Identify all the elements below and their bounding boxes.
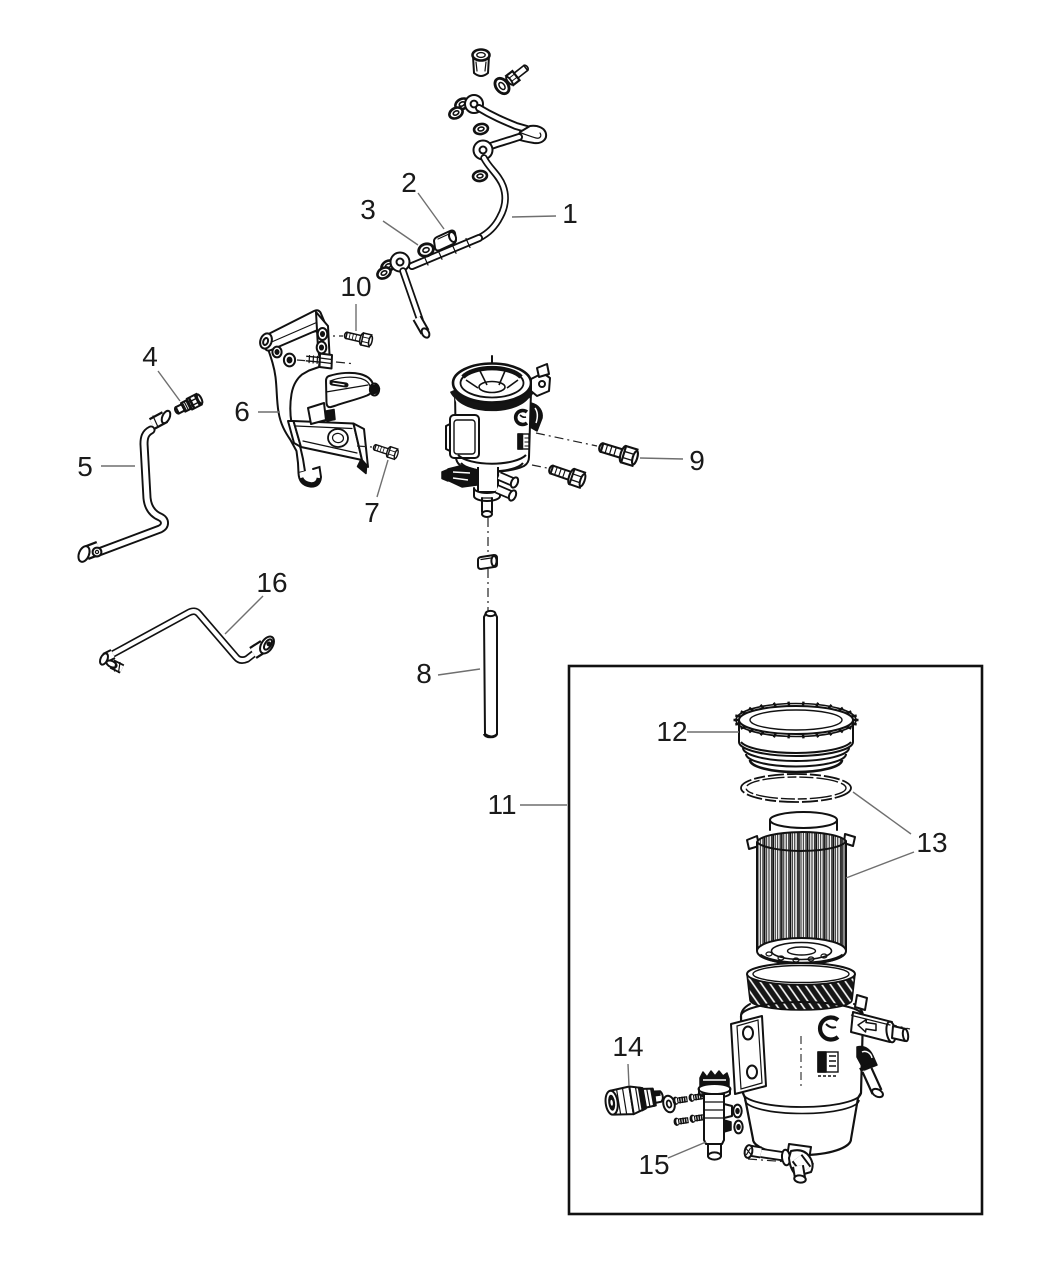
leader-line-15 (667, 1141, 707, 1159)
part-5-fuel-tube (77, 409, 172, 563)
callout-labels: 1 2 3 4 5 6 7 8 9 10 11 12 13 14 15 16 (77, 167, 947, 1180)
callout-13: 13 (916, 827, 947, 858)
leader-line-16 (224, 595, 264, 635)
callout-5: 5 (77, 451, 93, 482)
part-14-wif-sensor (604, 1085, 676, 1116)
inset-box-part-11 (567, 664, 984, 1216)
callout-6: 6 (234, 396, 250, 427)
part-13-filter-element (746, 811, 856, 965)
callout-10: 10 (340, 271, 371, 302)
callout-9: 9 (689, 445, 705, 476)
part-3-seal-washer (417, 242, 435, 258)
part-6-mounting-bracket (259, 309, 381, 488)
filter-housing (730, 962, 911, 1184)
callout-16: 16 (256, 567, 287, 598)
part-12-filter-cap (733, 701, 859, 774)
part-9-hex-bolts (531, 432, 641, 490)
part-15-drain-valve (671, 1070, 733, 1161)
leader-line-4 (157, 370, 181, 402)
leader-line-9 (639, 457, 684, 460)
leader-line-8 (437, 668, 481, 676)
callout-14: 14 (612, 1031, 643, 1062)
part-16-fuel-tube (99, 607, 275, 674)
bracket-inserted-bolt (296, 352, 352, 370)
callout-1: 1 (562, 198, 578, 229)
part-1-fuel-supply-tube (374, 48, 548, 339)
callout-12: 12 (656, 716, 687, 747)
leader-line-14 (627, 1063, 630, 1087)
leader-line-13b (845, 851, 915, 879)
callout-4: 4 (142, 341, 158, 372)
leader-line-1 (511, 215, 557, 218)
leader-line-7 (376, 459, 389, 498)
leader-line-2 (417, 192, 445, 230)
callout-3: 3 (360, 194, 376, 225)
part-8-drain-tube (477, 554, 498, 739)
callout-7: 7 (364, 497, 380, 528)
leader-line-3 (382, 220, 419, 246)
part-13-oring (740, 773, 852, 803)
callout-15: 15 (638, 1149, 669, 1180)
part-2-retainer-clip (433, 229, 458, 252)
filter-head-assembly (441, 355, 551, 611)
leader-line-13a (852, 791, 912, 835)
part-7-hex-bolt (356, 441, 400, 461)
callout-11: 11 (487, 789, 516, 820)
leader-lines (101, 192, 915, 1159)
part-4-connector-fitting (173, 392, 204, 415)
callout-2: 2 (401, 167, 417, 198)
callout-8: 8 (416, 658, 432, 689)
